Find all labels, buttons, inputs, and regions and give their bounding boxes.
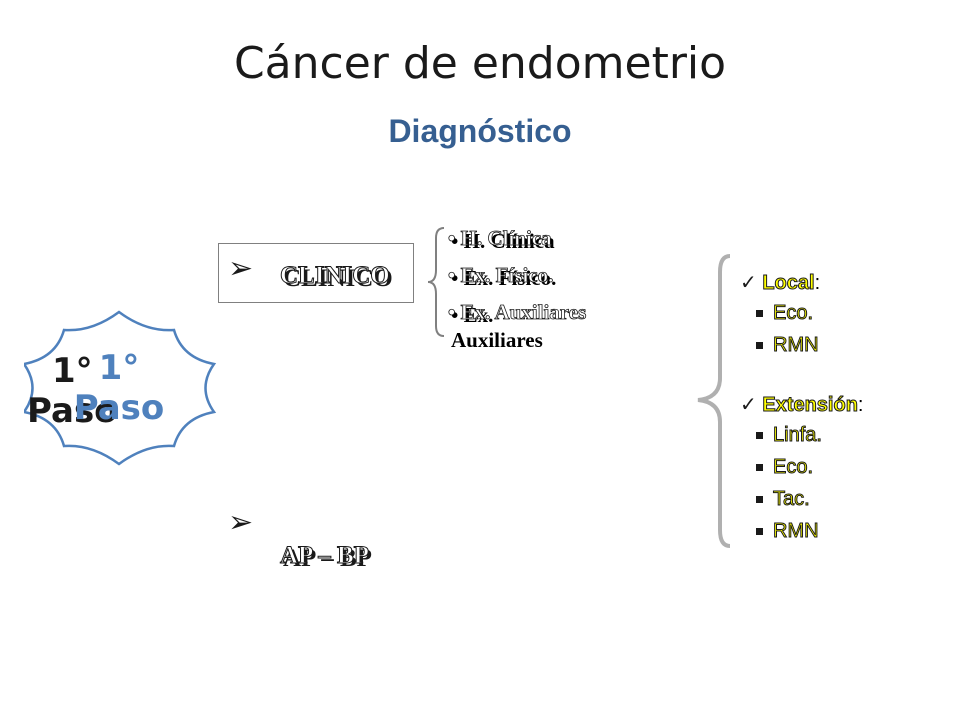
extension-item: Linfa.: [773, 424, 823, 447]
square-bullet-icon: [756, 342, 763, 350]
clinico-label: CLINICO CLINICO: [280, 262, 960, 293]
square-bullet-icon: [756, 464, 763, 472]
list-item: RMN: [740, 334, 863, 366]
ap-bp-label-shadow: AP – BP: [283, 545, 372, 572]
ap-bp-label-text: AP – BP: [280, 542, 370, 570]
arrow-bullet-icon: ➢: [228, 505, 254, 540]
list-item: Tac.: [740, 488, 863, 520]
list-item: Eco.: [740, 302, 863, 334]
item-ex-auxiliares: Ex. Auxiliares: [460, 300, 587, 325]
clinico-label-text: CLINICO: [280, 262, 391, 290]
step-word-shadow: Paso: [27, 391, 118, 431]
clinico-box: [218, 243, 414, 303]
clinico-brace: [427, 227, 445, 337]
extension-heading: ✓ Extensión:: [740, 392, 863, 424]
extension-item: Eco.: [772, 456, 814, 479]
square-bullet-icon: [756, 496, 763, 504]
square-bullet-icon: [756, 310, 763, 318]
list-item: • Ex. Auxiliares • Ex. Auxiliares: [448, 300, 587, 352]
list-item: Eco.: [740, 456, 863, 488]
step-word: Paso: [73, 388, 165, 428]
extension-suffix: :: [857, 394, 864, 416]
step-number-shadow: 1°: [51, 351, 93, 391]
slide-title: Cáncer de endometrio: [233, 38, 727, 89]
list-item: Linfa.: [740, 424, 863, 456]
list-item: • H. Clínica • H. Clínica: [448, 226, 555, 253]
extension-item: Tac.: [773, 488, 811, 511]
clinico-label-shadow: CLINICO: [283, 265, 393, 292]
extension-item: RMN: [773, 520, 820, 543]
step-number: 1°: [98, 348, 140, 388]
step-badge-octagon: [24, 310, 217, 466]
square-bullet-icon: [756, 432, 763, 440]
item-ex-fisico: Ex. Físico.: [460, 263, 554, 288]
item-h-clinica: H. Clínica: [460, 226, 552, 251]
local-label: Local: [762, 272, 815, 295]
extension-label: Extensión: [762, 394, 859, 417]
clinico-items: • H. Clínica • H. Clínica • Ex. Físico. …: [448, 226, 587, 352]
local-suffix: :: [814, 272, 821, 294]
clinico-arrow-bullet: ➢: [228, 251, 253, 286]
local-heading: ✓ Local:: [740, 270, 863, 302]
ap-bp-arrow-bullet: ➢: [228, 505, 253, 540]
square-bullet-icon: [756, 528, 763, 536]
diagnostic-methods: ✓ Local: Eco. RMN ✓ Extensión: Linfa. Ec…: [740, 270, 863, 552]
right-brace: [697, 254, 731, 548]
arrow-bullet-icon: ➢: [228, 251, 254, 286]
slide-subtitle: Diagnóstico: [388, 113, 572, 149]
local-item: Eco.: [772, 302, 814, 325]
list-item: • Ex. Físico. • Ex. Físico.: [448, 263, 557, 290]
list-item: RMN: [740, 520, 863, 552]
ap-bp-label: AP – BP AP – BP: [280, 542, 960, 573]
local-item: RMN: [773, 334, 820, 357]
checkmark-icon: ✓: [740, 394, 757, 416]
checkmark-icon: ✓: [740, 272, 757, 294]
step-badge-text: 1° Paso 1° Paso: [24, 348, 214, 431]
